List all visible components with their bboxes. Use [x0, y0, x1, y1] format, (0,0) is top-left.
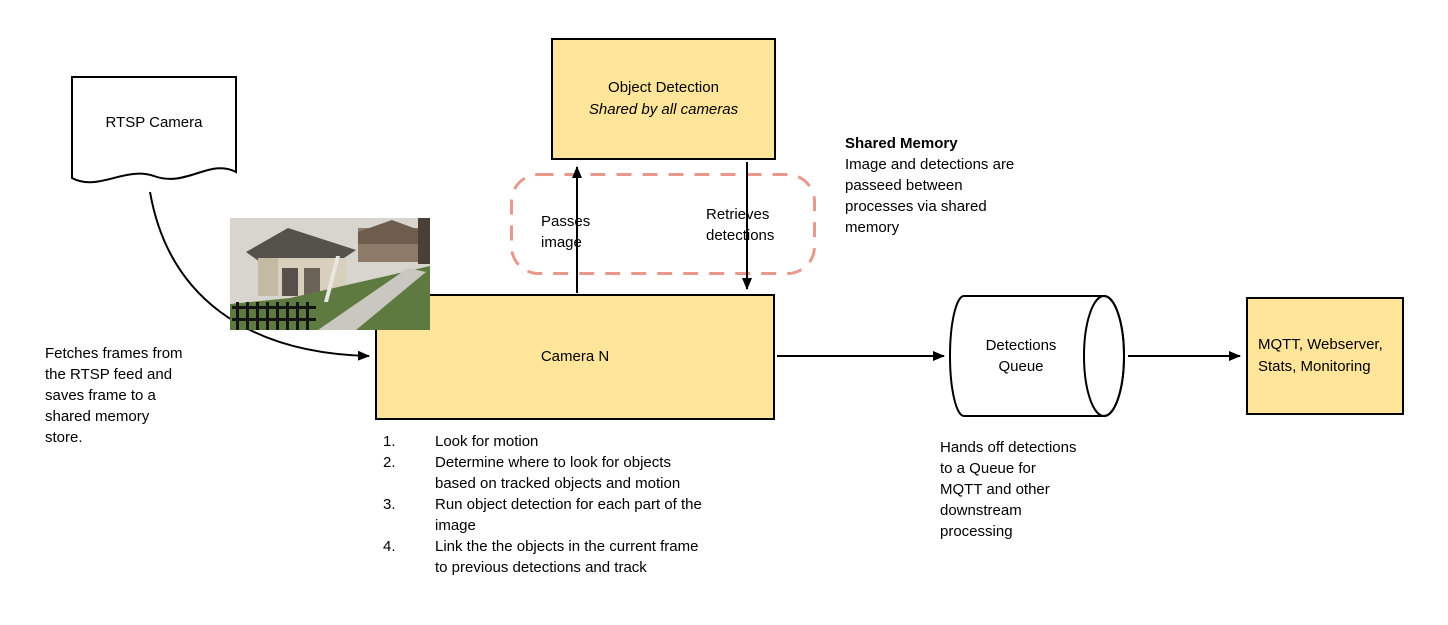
- list-item: 4. Link the the objects in the current f…: [383, 536, 765, 578]
- note-line: the RTSP feed and: [45, 366, 173, 383]
- note-line: shared memory: [45, 408, 150, 425]
- label-line: Passes: [541, 213, 591, 230]
- object-detection-node: Object Detection Shared by all cameras: [551, 38, 776, 160]
- step-line: Run object detection for each part of th…: [435, 496, 702, 513]
- outputs-line: MQTT, Webserver,: [1258, 336, 1383, 353]
- list-item: 1. Look for motion: [383, 431, 765, 452]
- detections-queue-shape: [949, 295, 1125, 417]
- shared-memory-dashed-region: [510, 173, 816, 275]
- camera-frame-image: [230, 218, 430, 330]
- object-detection-title: Object Detection: [608, 79, 719, 96]
- note-line: MQTT and other: [940, 481, 1050, 498]
- note-line: Image and detections are: [845, 156, 1015, 173]
- queue-label-line: Queue: [998, 358, 1044, 375]
- step-line: image: [435, 517, 476, 534]
- camera-n-node: Camera N: [375, 294, 775, 420]
- note-line: to a Queue for: [940, 460, 1036, 477]
- camera-n-label: Camera N: [540, 348, 610, 365]
- note-line: processing: [940, 523, 1013, 540]
- note-line: Hands off detections: [940, 439, 1077, 456]
- outputs-node: MQTT, Webserver, Stats, Monitoring: [1246, 297, 1404, 415]
- label-line: Retrieves: [706, 206, 770, 223]
- shared-memory-note: Shared Memory Image and detections are p…: [845, 133, 1055, 238]
- label-line: detections: [706, 227, 775, 244]
- fetch-frames-note: Fetches frames from the RTSP feed and sa…: [45, 343, 220, 448]
- step-line: Determine where to look for objects: [435, 454, 671, 471]
- object-detection-subtitle: Shared by all cameras: [588, 101, 739, 118]
- step-line: to previous detections and track: [435, 559, 647, 576]
- note-line: Fetches frames from: [45, 345, 183, 362]
- list-item: 2. Determine where to look for objects b…: [383, 452, 765, 494]
- retrieves-detections-label: Retrieves detections: [706, 204, 796, 246]
- note-line: memory: [845, 219, 900, 236]
- shared-memory-title: Shared Memory: [845, 135, 958, 152]
- outputs-line: Stats, Monitoring: [1258, 358, 1371, 375]
- step-number: 2.: [383, 454, 396, 471]
- step-line: Look for motion: [435, 433, 539, 450]
- note-line: store.: [45, 429, 83, 446]
- step-number: 1.: [383, 433, 396, 450]
- passes-image-label: Passes image: [541, 211, 611, 253]
- step-line: Link the the objects in the current fram…: [435, 538, 699, 555]
- step-line: based on tracked objects and motion: [435, 475, 681, 492]
- note-line: saves frame to a: [45, 387, 156, 404]
- note-line: processes via shared: [845, 198, 987, 215]
- rtsp-camera-label: RTSP Camera: [105, 114, 203, 131]
- camera-steps-list: 1. Look for motion 2. Determine where to…: [383, 431, 765, 578]
- rtsp-camera-shape: [71, 76, 237, 184]
- list-item: 3. Run object detection for each part of…: [383, 494, 765, 536]
- step-number: 4.: [383, 538, 396, 555]
- detections-queue-label: Detections Queue: [952, 294, 1090, 418]
- queue-label-line: Detections: [985, 337, 1057, 354]
- note-line: passeed between: [845, 177, 963, 194]
- label-line: image: [541, 234, 582, 251]
- note-line: downstream: [940, 502, 1022, 519]
- queue-note: Hands off detections to a Queue for MQTT…: [940, 437, 1115, 542]
- step-number: 3.: [383, 496, 396, 513]
